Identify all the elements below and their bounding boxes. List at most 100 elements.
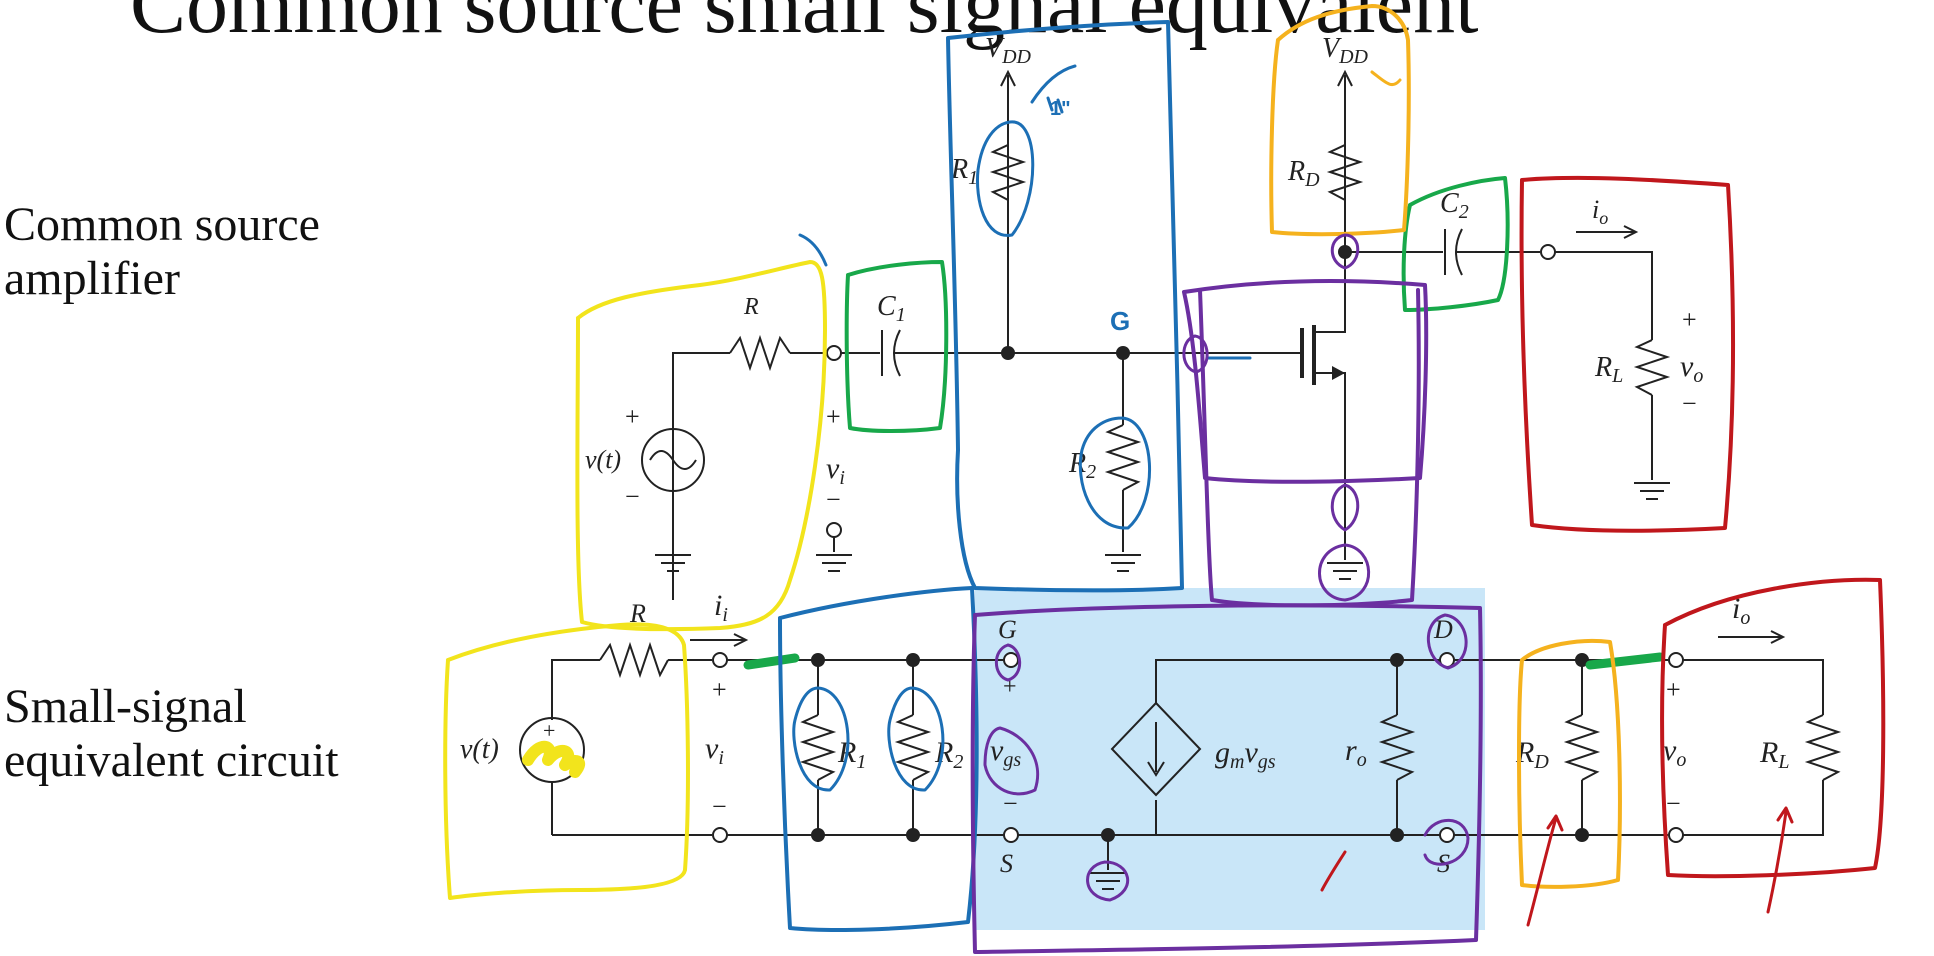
bottom-input-terminal — [712, 652, 728, 668]
top-rl-label: RL — [1594, 352, 1623, 387]
bottom-io-arrowhead — [1770, 630, 1786, 644]
ink-blue-r1-circle — [975, 120, 1035, 237]
bottom-gm-label: gmvgs — [1215, 736, 1276, 773]
bottom-dependent-source-arrowhead — [1147, 761, 1165, 777]
ink-blue-vdd-tick — [1030, 64, 1077, 114]
ink-purple-vgs-circle — [983, 726, 1040, 796]
bottom-dependent-source — [1110, 701, 1202, 797]
small-signal-label-line2: equivalent circuit — [4, 734, 339, 787]
top-r1-label: R1 — [950, 154, 978, 189]
top-vo-label: vo — [1680, 350, 1703, 387]
top-vdd-right-label: VDD — [1322, 33, 1369, 68]
mosfet-model-highlight — [975, 588, 1485, 930]
ink-green-input-mark — [743, 653, 800, 670]
ink-green-c2 — [1401, 176, 1510, 312]
common-source-label-line1: Common source — [4, 198, 320, 251]
ink-blue-r2b-circle — [887, 686, 945, 792]
top-source-label: v(t) — [585, 445, 621, 474]
top-io-arrowhead — [1623, 225, 1639, 239]
ink-blue-shunt-box — [778, 586, 979, 932]
top-mosfet-arrow — [1332, 366, 1345, 380]
top-rd-label: RD — [1287, 156, 1320, 191]
top-circuit: VDD VDD R1 R2 RD RL R C1 C2 v(t) + − + v… — [585, 33, 1703, 600]
bottom-ro-label: ro — [1345, 734, 1367, 771]
top-output-terminal — [1540, 244, 1556, 260]
ink-orange-rd-box-bottom — [1517, 638, 1622, 889]
bottom-output-terminal — [1668, 652, 1684, 668]
bottom-ii-arrowhead — [733, 633, 749, 647]
bottom-vgs-minus: − — [1003, 789, 1018, 818]
bottom-d-label: D — [1433, 615, 1453, 644]
top-vi-minus: − — [826, 485, 841, 514]
bottom-r2-label: R2 — [934, 736, 963, 773]
top-source-plus: + — [625, 402, 640, 431]
bottom-rl-label: RL — [1759, 736, 1789, 773]
top-ground-load — [1634, 482, 1670, 500]
bottom-resistor-r2 — [894, 714, 932, 781]
top-mosfet-drain — [1314, 250, 1346, 333]
top-io-label: io — [1592, 195, 1608, 228]
top-ac-wave — [649, 450, 697, 470]
bottom-source-plus: + — [543, 718, 555, 743]
ink-purple-mosfet-outer — [1198, 288, 1421, 608]
bottom-gate-terminal — [1003, 652, 1019, 668]
top-resistor-rd — [1326, 143, 1364, 201]
ink-red-load-box-bottom — [1660, 577, 1886, 879]
ink-orange-vdd-tick — [1370, 70, 1402, 86]
top-resistor-rl — [1633, 339, 1671, 396]
bottom-ground — [1090, 872, 1126, 890]
ink-purple-drain-circle — [1330, 233, 1360, 270]
bottom-ii-label: ii — [714, 589, 728, 626]
bottom-output-return-terminal — [1668, 827, 1684, 843]
top-ground-source — [655, 554, 691, 572]
bottom-source-label: v(t) — [460, 734, 499, 765]
ink-red-rl-arrow — [1766, 806, 1794, 914]
slide-title-fragment: Common source small signal equivalent — [130, 0, 1479, 51]
ink-purple-s-circle — [1423, 818, 1470, 866]
ink-purple-mosfet-box — [1182, 278, 1429, 484]
ink-red-load-box-top — [1519, 175, 1735, 533]
bottom-vi-plus: + — [712, 675, 727, 704]
ink-purple-d-circle — [1427, 613, 1468, 670]
bottom-input-return-terminal — [712, 827, 728, 843]
ink-green-output-mark — [1585, 652, 1665, 670]
top-vi-plus: + — [826, 402, 841, 431]
top-vo-plus: + — [1682, 305, 1697, 334]
top-wire — [1555, 251, 1653, 340]
ink-blue-bias-box — [946, 20, 1184, 593]
bottom-drain-rail — [1155, 659, 1440, 703]
ink-orange-rd-box — [1269, 4, 1411, 237]
ink-yellow-scribble — [522, 740, 586, 778]
ink-blue-r2-circle — [1078, 416, 1152, 530]
ink-blue-stray-mark — [798, 233, 828, 267]
bottom-vgs-label: vgs — [990, 734, 1021, 771]
bottom-circuit: R ii v(t) + + vi − R1 R2 G + vgs − S gmv… — [460, 589, 1842, 890]
bottom-resistor-ro — [1378, 714, 1416, 781]
bottom-io-label: io — [1732, 592, 1750, 629]
bottom-vi-label: vi — [705, 732, 724, 769]
bottom-vo-plus: + — [1666, 675, 1681, 704]
top-ground-vi — [816, 554, 852, 572]
top-source-minus: − — [625, 482, 640, 511]
bottom-vi-minus: − — [712, 792, 727, 821]
common-source-label: Common source amplifier — [4, 198, 320, 306]
top-vdd-arrow-right — [1337, 69, 1353, 87]
top-vi-terminal — [826, 522, 842, 538]
bottom-resistor-rl — [1804, 714, 1842, 781]
ink-purple-model-box — [970, 603, 1483, 954]
ink-blue-vdd-note: 1" — [1050, 98, 1071, 120]
top-resistor-r — [729, 334, 791, 372]
ink-purple-ground-circle-bottom — [1086, 860, 1130, 902]
ink-blue-r1b-circle — [792, 686, 850, 792]
ink-purple-ground-circle — [1318, 543, 1371, 602]
bottom-vo-label: vo — [1663, 734, 1686, 771]
ink-yellow-source-top — [575, 260, 827, 632]
top-c2-label: C2 — [1440, 188, 1469, 223]
top-resistor-r2 — [1104, 424, 1142, 491]
top-vo-minus: − — [1682, 389, 1697, 418]
bottom-source-wire — [551, 659, 600, 720]
bottom-wire — [1683, 780, 1824, 836]
top-vdd-left-label: VDD — [985, 33, 1032, 68]
bottom-source-terminal — [1003, 827, 1019, 843]
